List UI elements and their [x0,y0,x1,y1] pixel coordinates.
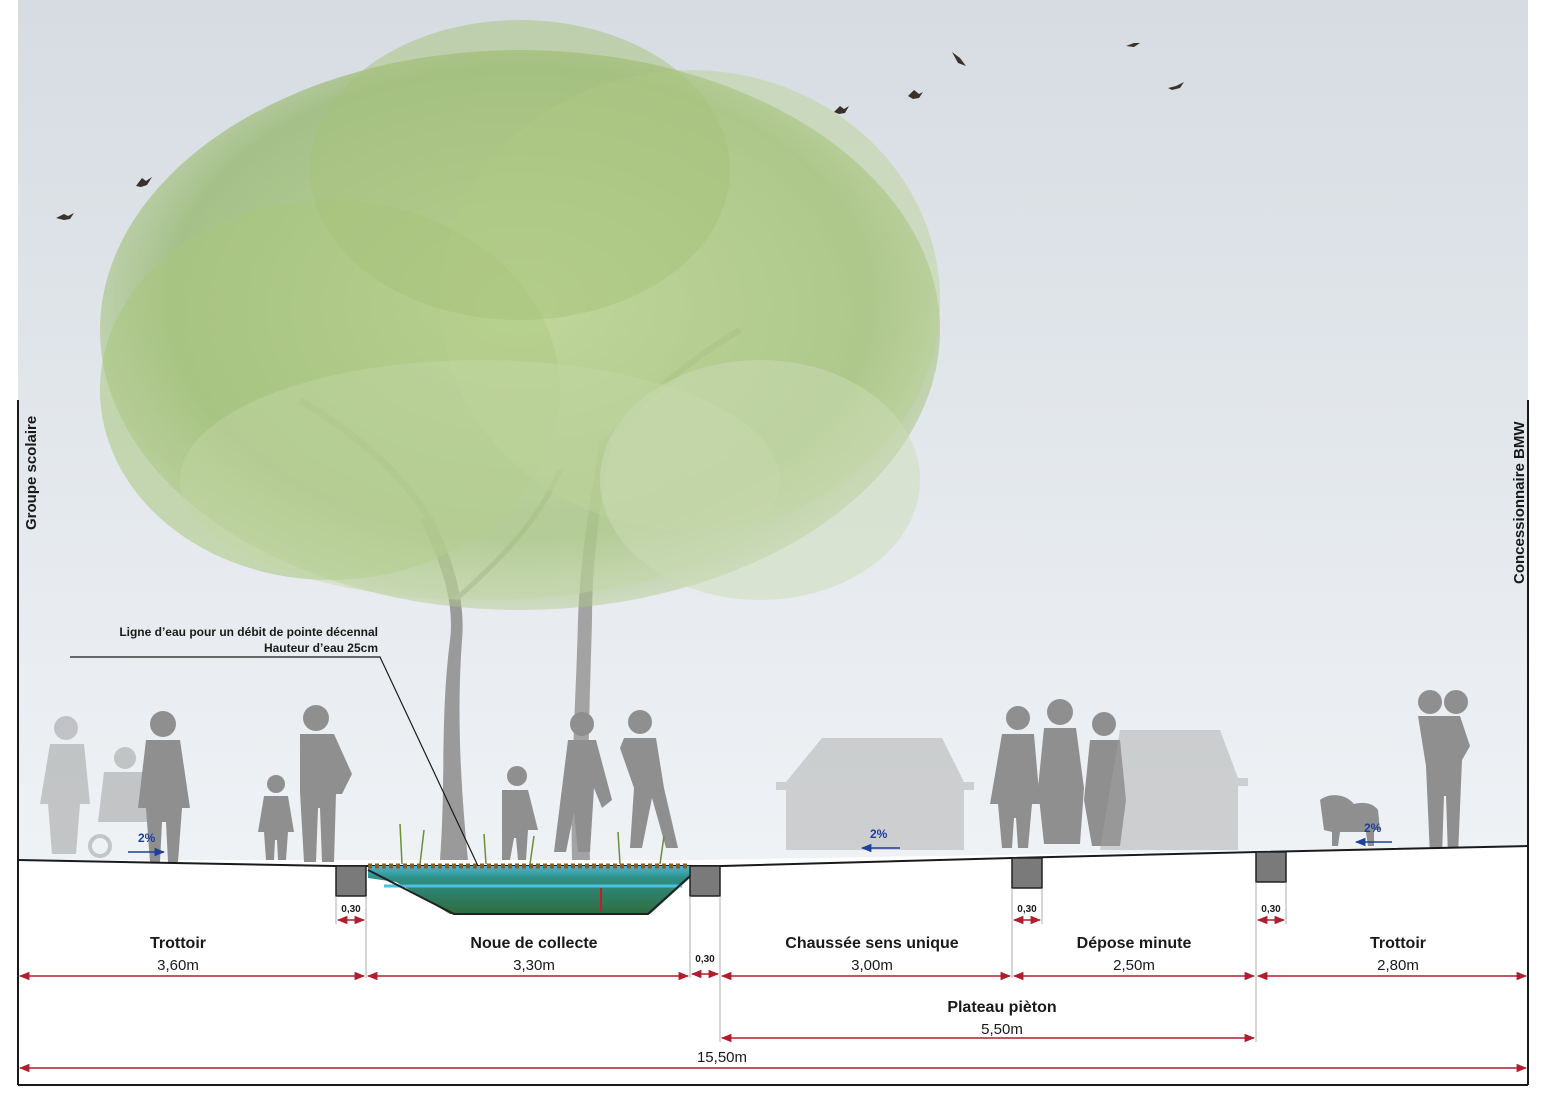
person-silhouette [40,690,1470,862]
annotation-line-2: Hauteur d’eau 25cm [264,641,378,655]
slope-indicator: 2% [1354,821,1392,847]
slope-label: 2% [1364,821,1382,835]
dimension-lines [18,882,1528,1073]
plateau-name: Plateau pièton [947,999,1056,1016]
noue-swale [367,823,691,915]
car-silhouette [776,730,1248,850]
bird-icon [56,43,1184,220]
section-name: Trottoir [150,935,206,952]
plateau-width: 5,50m [981,1021,1023,1038]
curb-block [689,865,721,897]
curb-block [1011,857,1043,889]
right-side-label: Concessionnaire BMW [1511,421,1528,584]
curb-width-label: 0,30 [695,954,715,965]
section-width: 3,30m [513,957,555,974]
total-width: 15,50m [697,1049,747,1066]
section-name: Chaussée sens unique [785,935,958,952]
curb-block [1255,851,1287,883]
section-name: Trottoir [1370,935,1426,952]
section-width: 3,00m [851,957,893,974]
left-side-label: Groupe scolaire [23,416,40,530]
curb-width-label: 0,30 [341,904,361,915]
curb-block [335,865,367,897]
curb-width-label: 0,30 [1017,904,1037,915]
section-width: 2,50m [1113,957,1155,974]
section-width: 2,80m [1377,957,1419,974]
section-name: Noue de collecte [470,935,597,952]
slope-indicator: 2% [128,831,166,857]
slope-label: 2% [138,831,156,845]
annotation-line-1: Ligne d’eau pour un débit de pointe déce… [119,625,378,639]
curb-width-label: 0,30 [1261,904,1281,915]
annotation-leader-line [70,656,479,867]
slope-label: 2% [870,827,888,841]
section-name: Dépose minute [1077,935,1192,952]
slope-indicator: 2% [860,827,900,853]
section-width: 3,60m [157,957,199,974]
